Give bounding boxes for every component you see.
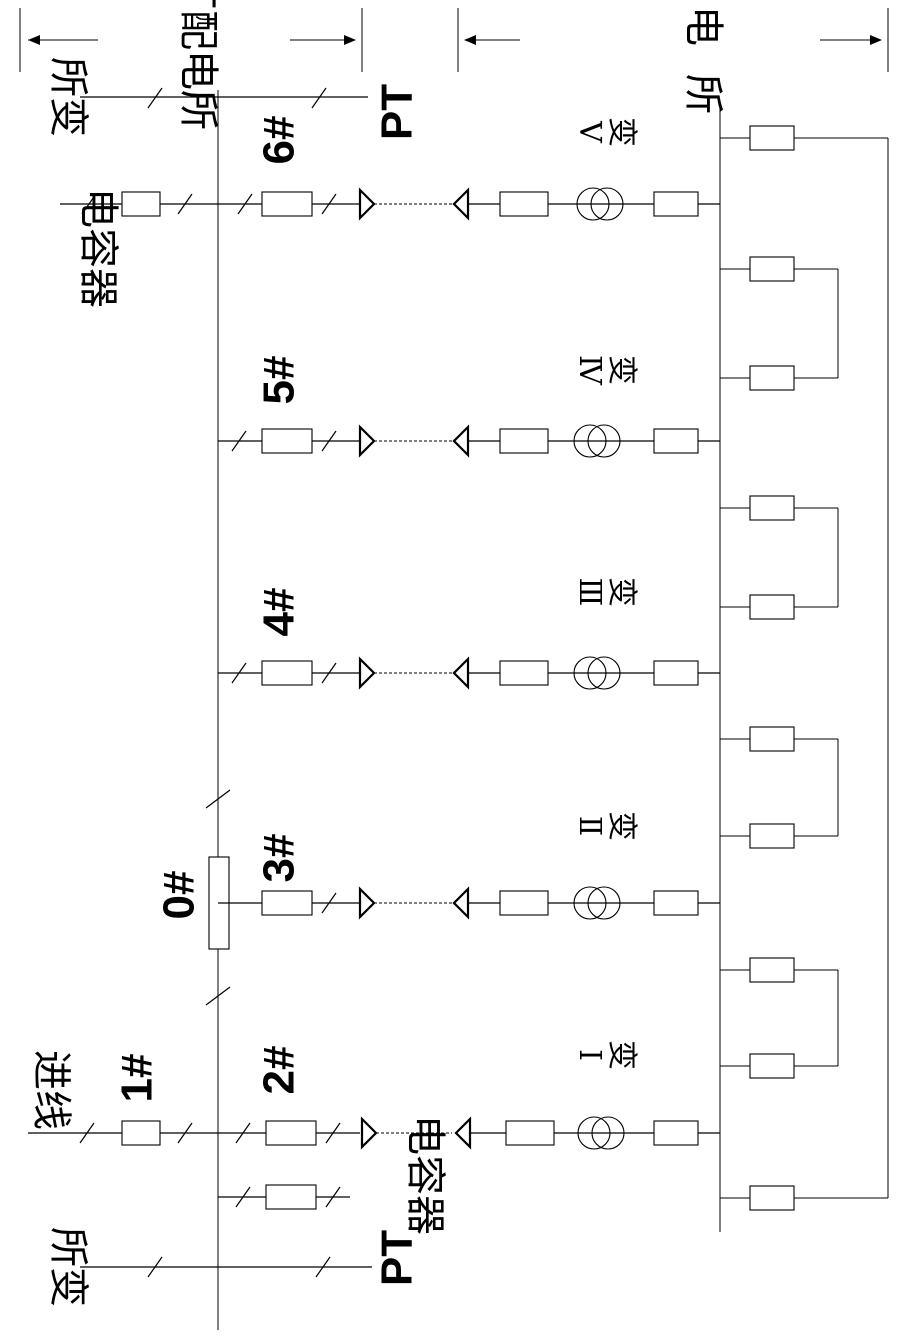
incoming-line-1: 进线 1# — [28, 1050, 218, 1146]
substation-tie-loops — [720, 125, 889, 1211]
feeder-6: 6# Ⅴ 变 — [218, 116, 720, 221]
feeder-1-label: 1# — [113, 1054, 162, 1103]
bus-tie-label: 0# — [155, 871, 204, 920]
substation-1-suffix: 变 — [604, 1040, 639, 1070]
feeder-4: 4# Ⅲ 变 — [218, 577, 720, 690]
feeder-6-label: 6# — [255, 116, 304, 165]
feeder-5-label: 5# — [255, 356, 304, 405]
bottom-capacitor-branch: 电容器 — [218, 1115, 448, 1235]
feeder-5: 5# Ⅳ 变 — [218, 355, 720, 458]
feeder-2-label: 2# — [255, 1046, 304, 1095]
feeder-4-label: 4# — [255, 588, 304, 637]
substation-4-suffix: 变 — [604, 355, 639, 385]
substation-2-numeral: Ⅱ — [572, 816, 607, 836]
top-capacitor-branch: 电容器 — [60, 188, 218, 308]
bottom-station-transformer-feeder: 所变 PT — [45, 1227, 422, 1307]
header-right-label: 变电所 — [680, 0, 726, 142]
feeder-3-label: 3# — [255, 834, 304, 883]
substation-5-numeral: Ⅴ — [572, 120, 607, 144]
substation-4-numeral: Ⅳ — [572, 355, 607, 386]
station-transformer-top-label: 所变 — [45, 57, 91, 137]
pt-bottom-label: PT — [373, 1230, 422, 1286]
bus-tie-0: 0# — [155, 789, 231, 1006]
substation-2-suffix: 变 — [604, 811, 639, 841]
substation-5-suffix: 变 — [604, 117, 639, 147]
substation-1-numeral: Ⅰ — [572, 1049, 607, 1061]
feeder-2: 2# Ⅰ 变 — [218, 1040, 720, 1150]
header-bar: 厂配电所 变电所 — [19, 0, 889, 142]
substation-3-numeral: Ⅲ — [572, 578, 607, 607]
capacitor-bottom-label: 电容器 — [402, 1115, 448, 1235]
capacitor-top-label: 电容器 — [75, 188, 121, 308]
pt-top-label: PT — [373, 84, 422, 140]
feeder-in-label: 进线 — [28, 1050, 74, 1130]
header-left-label: 厂配电所 — [175, 0, 221, 130]
station-transformer-bottom-label: 所变 — [45, 1227, 91, 1307]
substation-3-suffix: 变 — [604, 577, 639, 607]
feeder-3: 3# Ⅱ 变 — [218, 811, 720, 920]
top-station-transformer-feeder: 所变 PT — [45, 57, 422, 140]
